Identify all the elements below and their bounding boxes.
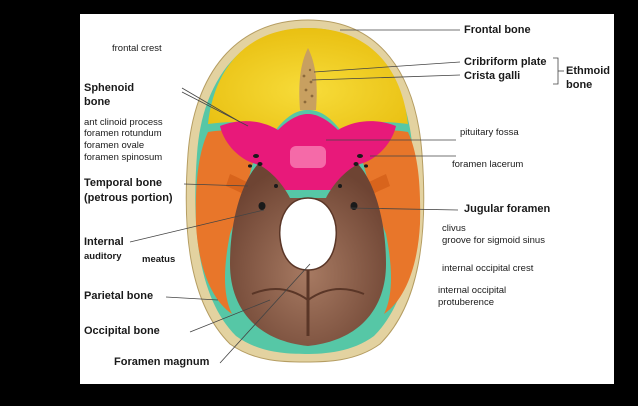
label-auditory: auditory <box>84 251 122 262</box>
label-pituitary-fossa: pituitary fossa <box>460 127 519 138</box>
label-jugular-foramen: Jugular foramen <box>464 203 551 215</box>
ethmoid-crista-galli-shape <box>299 48 317 110</box>
temporal-bone-right <box>358 130 421 314</box>
foramen-magnum-opening <box>279 197 337 271</box>
label-foramen-rotundum: foramen rotundum <box>84 128 162 139</box>
label-foramen-magnum: Foramen magnum <box>114 356 210 368</box>
label-internal-occipital-crest: internal occipital crest <box>442 263 534 274</box>
skull-base-illustration <box>129 19 564 364</box>
temporal-bone-left <box>195 130 258 314</box>
label-clivus: clivus <box>442 223 466 234</box>
diagram-panel: Frontal bone Cribriform plate Crista gal… <box>80 14 614 384</box>
label-meatus: meatus <box>142 254 176 265</box>
label-sphenoid-bone: bone <box>84 96 111 108</box>
label-foramen-spinosum: foramen spinosum <box>84 152 163 163</box>
label-frontal-bone: Frontal bone <box>464 24 531 36</box>
label-crista-galli: Crista galli <box>464 70 521 82</box>
label-parietal-bone: Parietal bone <box>84 290 154 302</box>
label-temporal-bone: Temporal bone <box>84 177 163 189</box>
label-protuberence: protuberence <box>438 297 494 308</box>
pituitary-fossa-shape <box>290 146 326 168</box>
label-ethmoid-bone: bone <box>566 79 593 91</box>
label-foramen-ovale: foramen ovale <box>84 140 145 151</box>
label-internal: Internal <box>84 236 124 248</box>
label-groove-sigmoid-sinus: groove for sigmoid sinus <box>442 235 545 246</box>
label-occipital-bone: Occipital bone <box>84 325 160 337</box>
label-internal-occipital: internal occipital <box>438 285 507 296</box>
label-petrous-portion: (petrous portion) <box>84 192 173 204</box>
label-ethmoid: Ethmoid <box>566 65 610 77</box>
label-cribriform-plate: Cribriform plate <box>464 56 547 68</box>
label-frontal-crest: frontal crest <box>112 43 162 54</box>
label-sphenoid: Sphenoid <box>84 82 135 94</box>
label-ant-clinoid-process: ant clinoid process <box>84 117 163 128</box>
label-foramen-lacerum: foramen lacerum <box>452 159 524 170</box>
